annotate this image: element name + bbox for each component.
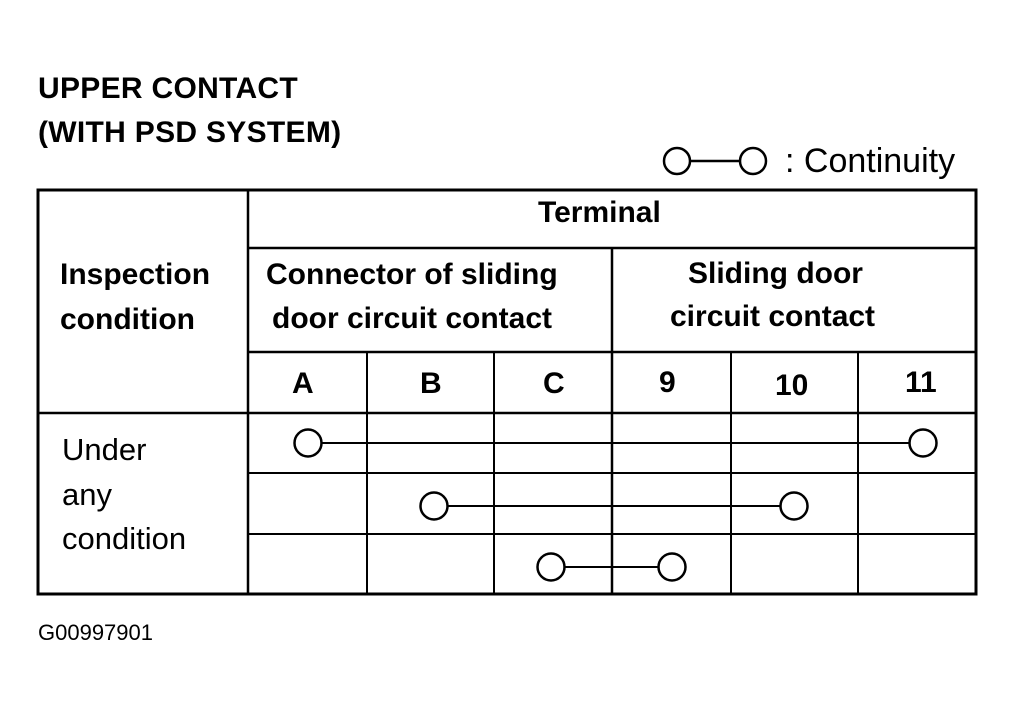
row-condition-line2: any <box>62 477 112 512</box>
figure-id: G00997901 <box>38 620 153 645</box>
header-inspection-line1: Inspection <box>60 258 211 291</box>
diagram-title-line2: (WITH PSD SYSTEM) <box>38 116 342 149</box>
header-terminal: Terminal <box>538 196 661 229</box>
row-condition-line1: Under <box>62 432 147 467</box>
legend: : Continuity <box>660 140 985 182</box>
column-header-11: 11 <box>905 366 937 399</box>
column-header-b: B <box>420 367 442 400</box>
column-header-9: 9 <box>659 366 676 399</box>
terminal-circle-11 <box>908 428 938 458</box>
circle-line-circle-icon <box>662 146 768 176</box>
group-sliding-line1: Sliding door <box>688 257 863 290</box>
terminal-circle-C <box>536 552 566 582</box>
group-sliding-line2: circuit contact <box>670 300 876 333</box>
group-connector-line1: Connector of sliding <box>266 258 558 291</box>
header-inspection-line2: condition <box>60 303 195 336</box>
terminal-circle-B <box>419 491 449 521</box>
diagram-title-line1: UPPER CONTACT <box>38 72 299 105</box>
legend-label: : Continuity <box>785 142 956 180</box>
continuity-marks <box>293 428 938 582</box>
terminal-circle-9 <box>657 552 687 582</box>
terminal-circle-10 <box>779 491 809 521</box>
table-border <box>36 188 978 596</box>
column-header-c: C <box>543 367 565 400</box>
column-header-a: A <box>292 367 314 400</box>
group-connector-line2: door circuit contact <box>272 302 553 335</box>
row-condition-line3: condition <box>62 521 187 556</box>
column-header-10: 10 <box>775 369 809 402</box>
terminal-circle-A <box>293 428 323 458</box>
